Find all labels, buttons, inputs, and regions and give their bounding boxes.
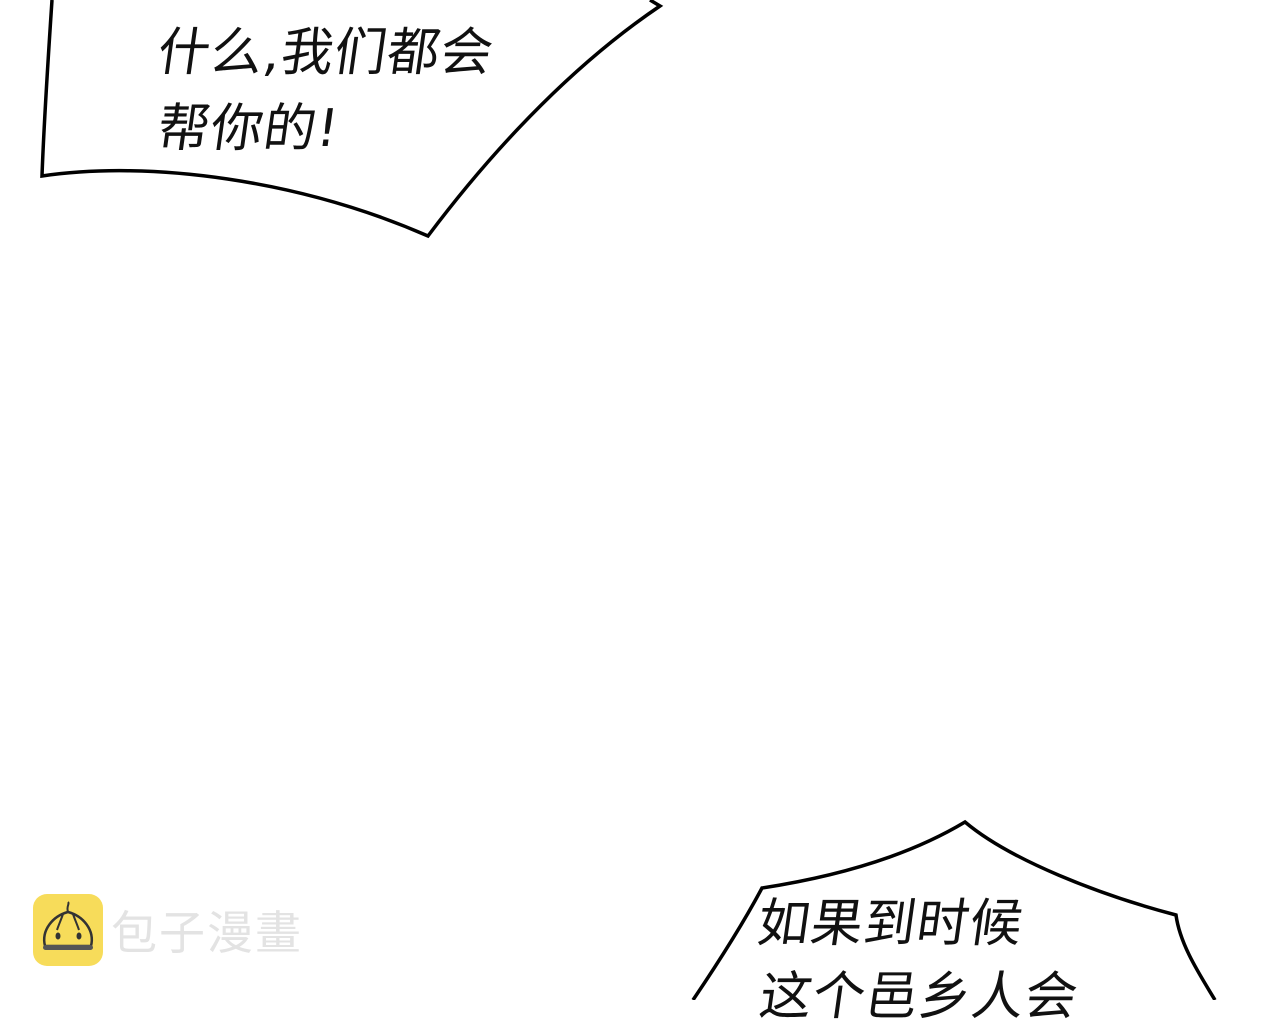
steamed-bun-icon: [33, 894, 103, 966]
top-speech-bubble: [40, 0, 664, 239]
bottom-bubble-line-1: 如果到时候: [753, 894, 1028, 954]
bottom-bubble-line-2: 这个邑乡人会: [755, 967, 1083, 1027]
bottom-speech-bubble: [691, 819, 1217, 1000]
speech-bubble-outlines: [40, 0, 1217, 1000]
watermark: 包子漫畫: [33, 894, 303, 966]
top-bubble-line-1: 什么,我们都会: [153, 23, 498, 83]
top-bubble-line-2: 帮你的!: [153, 99, 344, 159]
watermark-text: 包子漫畫: [111, 906, 303, 960]
